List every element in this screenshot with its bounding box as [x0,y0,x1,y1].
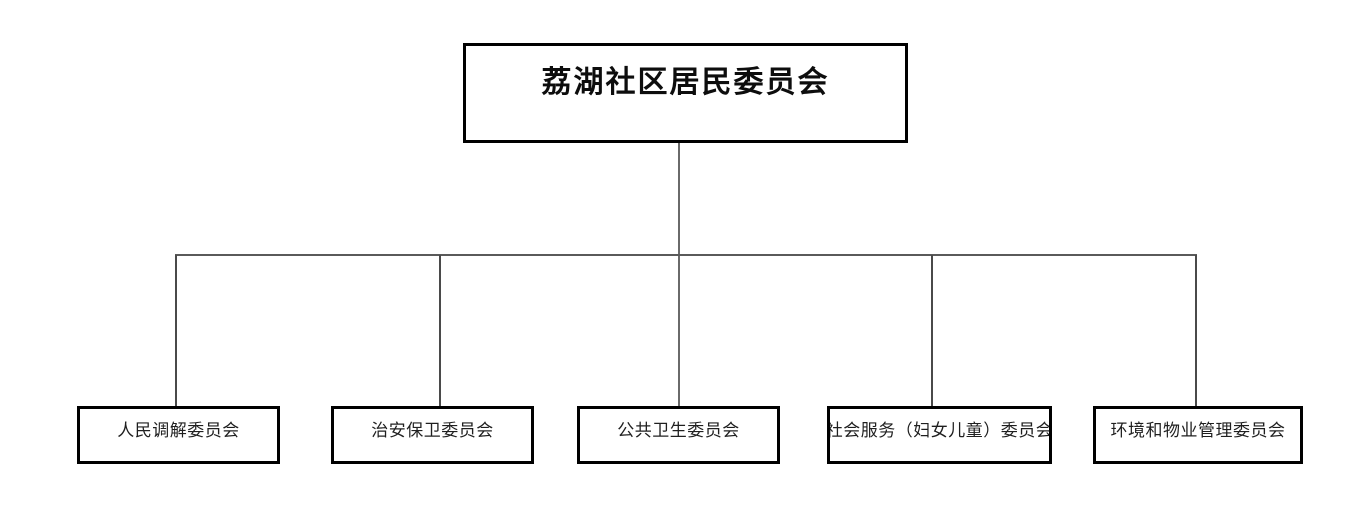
connector-root-stem [678,143,680,406]
org-node-root[interactable]: 荔湖社区居民委员会 [463,43,908,143]
connector-horizontal-bus [175,254,1197,256]
org-node-child-3[interactable]: 公共卫生委员会 [577,406,780,464]
org-node-child-1[interactable]: 人民调解委员会 [77,406,280,464]
connector-drop-4 [931,255,933,406]
org-node-child-2-label: 治安保卫委员会 [371,421,494,440]
org-node-child-2[interactable]: 治安保卫委员会 [331,406,534,464]
connector-drop-2 [439,255,441,406]
org-node-child-4-label: 社会服务（妇女儿童）委员会 [827,421,1052,440]
connector-drop-1 [175,255,177,406]
connector-drop-5 [1195,255,1197,406]
org-node-root-label: 荔湖社区居民委员会 [541,66,830,99]
org-node-child-5-label: 环境和物业管理委员会 [1110,421,1286,440]
org-node-child-1-label: 人民调解委员会 [117,421,240,440]
org-node-child-3-label: 公共卫生委员会 [617,421,740,440]
org-node-child-4[interactable]: 社会服务（妇女儿童）委员会 [827,406,1052,464]
org-node-child-5[interactable]: 环境和物业管理委员会 [1093,406,1303,464]
